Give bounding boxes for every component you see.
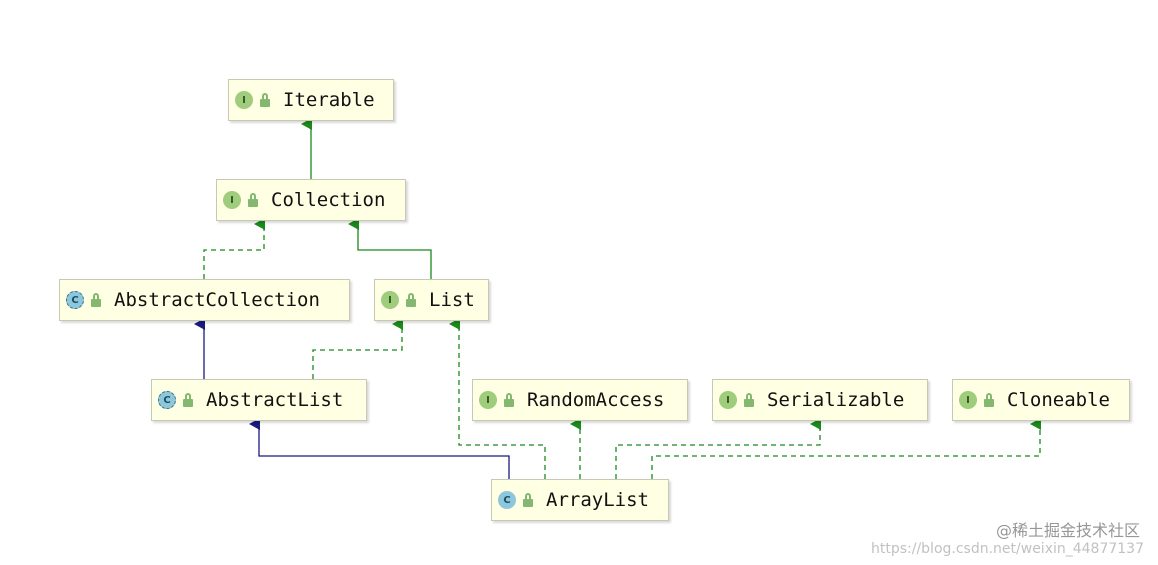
lock-icon	[247, 192, 259, 208]
lock-icon	[503, 392, 515, 408]
node-label: RandomAccess	[527, 389, 665, 411]
edge-arraylist-cloneable	[651, 418, 1041, 479]
interface-icon: I	[719, 391, 737, 409]
lock-icon	[182, 392, 194, 408]
class-icon: C	[498, 491, 516, 509]
node-arraylist[interactable]: C ArrayList	[491, 479, 669, 521]
node-label: ArrayList	[546, 489, 649, 511]
node-abstractlist[interactable]: C AbstractList	[151, 379, 367, 421]
edge-arraylist-serializable	[615, 418, 821, 479]
lock-icon	[90, 292, 102, 308]
interface-icon: I	[479, 391, 497, 409]
edge-abstractcollection-collection	[203, 218, 265, 279]
node-cloneable[interactable]: I Cloneable	[952, 379, 1130, 421]
node-randomaccess[interactable]: I RandomAccess	[472, 379, 688, 421]
edge-abstractlist-list	[312, 318, 403, 379]
edge-list-collection	[348, 218, 432, 279]
interface-icon: I	[959, 391, 977, 409]
node-iterable[interactable]: I Iterable	[228, 79, 394, 121]
node-list[interactable]: I List	[374, 279, 489, 321]
interface-icon: I	[223, 191, 241, 209]
lock-icon	[522, 492, 534, 508]
abstract-class-icon: C	[158, 391, 176, 409]
lock-icon	[743, 392, 755, 408]
node-label: Serializable	[767, 389, 905, 411]
interface-icon: I	[235, 91, 253, 109]
watermark: https://blog.csdn.net/weixin_44877137 @稀…	[870, 521, 1144, 557]
watermark-brand: @稀土掘金技术社区	[995, 521, 1140, 540]
lock-icon	[405, 292, 417, 308]
watermark-url: https://blog.csdn.net/weixin_44877137	[870, 541, 1144, 557]
lock-icon	[259, 92, 271, 108]
node-label: List	[429, 289, 475, 311]
node-label: AbstractCollection	[114, 289, 320, 311]
node-serializable[interactable]: I Serializable	[712, 379, 928, 421]
node-label: Cloneable	[1007, 389, 1110, 411]
node-label: AbstractList	[206, 389, 344, 411]
node-collection[interactable]: I Collection	[216, 179, 406, 221]
node-label: Iterable	[283, 89, 375, 111]
interface-icon: I	[381, 291, 399, 309]
edge-arraylist-abstractlist	[249, 418, 510, 479]
node-label: Collection	[271, 189, 386, 211]
edge-arraylist-list	[449, 318, 546, 479]
lock-icon	[983, 392, 995, 408]
abstract-class-icon: C	[66, 291, 84, 309]
node-abstractcollection[interactable]: C AbstractCollection	[59, 279, 350, 321]
